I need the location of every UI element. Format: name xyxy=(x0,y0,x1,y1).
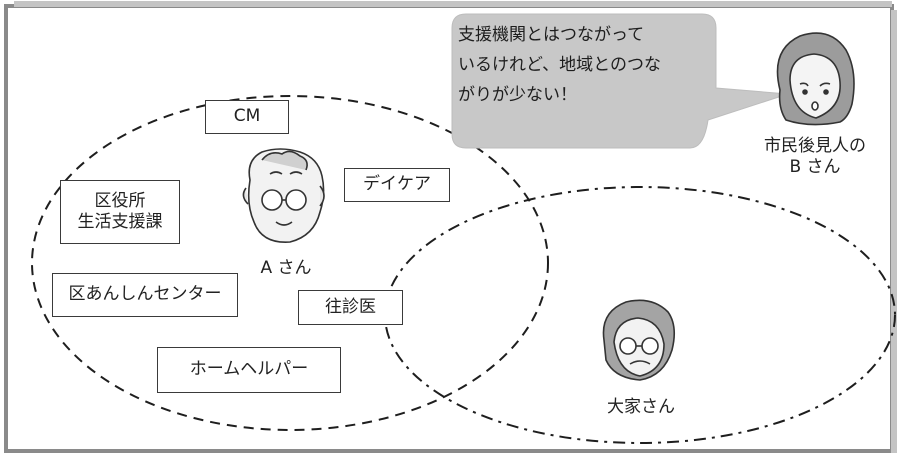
day-care-box: デイケア xyxy=(344,168,450,202)
bubble-line: 支援機関とはつながって xyxy=(458,25,645,45)
a-network-circle xyxy=(31,95,549,431)
landlord-label: 大家さん xyxy=(607,397,675,417)
ward-office-label-line2: 生活支援課 xyxy=(77,212,163,232)
a-san-label: A さん xyxy=(260,258,312,278)
home-helper-label: ホームヘルパー xyxy=(189,359,309,380)
b-san-label: 市民後見人の B さん xyxy=(750,136,880,179)
ward-office-label-line1: 区役所 xyxy=(94,190,146,211)
b-network-circle xyxy=(384,186,896,444)
home-visit-doctor-label: 往診医 xyxy=(325,296,376,317)
speech-bubble-text: 支援機関とはつながって いるけれど、地域とのつな がりが少ない！ xyxy=(458,20,698,110)
b-san-label-line2: B さん xyxy=(789,157,841,178)
anshin-center-box: 区あんしんセンター xyxy=(52,273,238,317)
woman-icon xyxy=(776,32,855,126)
ward-office-box: 区役所 生活支援課 xyxy=(60,180,180,244)
b-san-label-line1: 市民後見人の xyxy=(764,136,866,156)
cm-label: CM xyxy=(233,106,261,127)
day-care-label: デイケア xyxy=(363,174,431,195)
bubble-line: いるけれど、地域とのつな xyxy=(458,55,661,75)
home-helper-box: ホームヘルパー xyxy=(157,347,341,393)
elderly-man-icon xyxy=(242,148,325,243)
anshin-center-label: 区あんしんセンター xyxy=(68,284,222,305)
bubble-line: がりが少ない！ xyxy=(458,85,577,105)
cm-box: CM xyxy=(205,100,289,134)
home-visit-doctor-box: 往診医 xyxy=(298,290,403,325)
elderly-woman-icon xyxy=(602,299,676,381)
speech-bubble xyxy=(451,13,789,149)
